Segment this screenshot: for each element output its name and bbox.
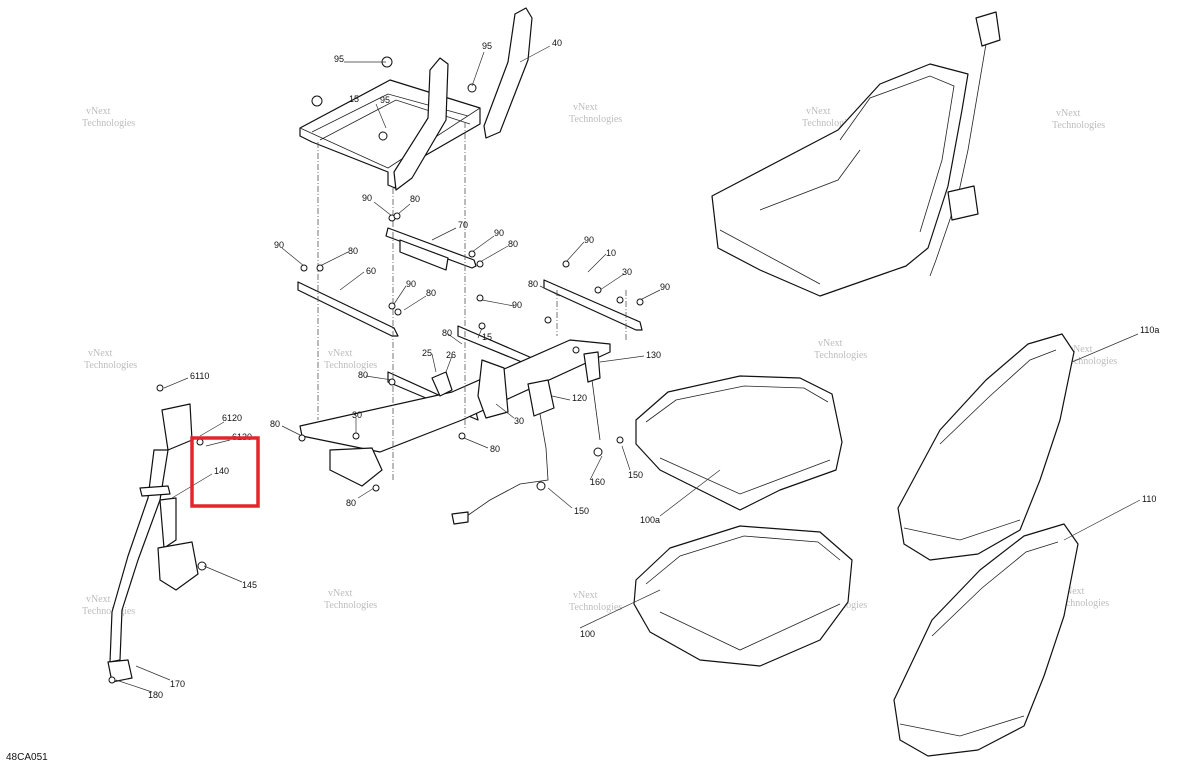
watermark-text: Technologies <box>1056 598 1109 609</box>
watermark-text: vNext <box>1056 108 1081 119</box>
watermark: vNext Technologies <box>1056 586 1109 609</box>
shoulder-belt <box>107 384 207 684</box>
watermark: vNext Technologies <box>82 106 135 129</box>
callout-label: 15 <box>349 94 359 104</box>
watermark-text: Technologies <box>84 360 137 371</box>
watermark-text: vNext <box>86 594 111 605</box>
watermark-text: vNext <box>1068 344 1093 355</box>
watermark-text: Technologies <box>802 118 855 129</box>
watermark-text: vNext <box>328 348 353 359</box>
backrests <box>893 333 1079 757</box>
callout-label: 40 <box>552 38 562 48</box>
callout-label: 80 <box>410 194 420 204</box>
callout-label: 90 <box>494 228 504 238</box>
callout-label: 150 <box>628 470 643 480</box>
watermark-text: Technologies <box>324 600 377 611</box>
buckle-assembly <box>451 351 624 525</box>
callout-label: 10 <box>606 248 616 258</box>
watermark: vNext Technologies <box>1052 108 1105 131</box>
callout-label: 95 <box>380 95 390 105</box>
watermark: vNext Technologies <box>82 594 135 617</box>
callout-label: 145 <box>242 580 257 590</box>
callout-label: 80 <box>358 370 368 380</box>
callout-label: 100a <box>640 515 660 525</box>
watermark-text: Technologies <box>569 114 622 125</box>
callout-label: 80 <box>508 239 518 249</box>
watermark-text: Technologies <box>1052 120 1105 131</box>
watermark: vNext Technologies <box>569 590 622 613</box>
watermark: vNext Technologies <box>324 348 377 371</box>
watermark: vNext Technologies <box>802 106 855 129</box>
callout-label: 80 <box>442 328 452 338</box>
callout-label: 90 <box>406 279 416 289</box>
callout-label: 90 <box>362 193 372 203</box>
callout-label: 80 <box>348 246 358 256</box>
callout-label: 80 <box>426 288 436 298</box>
callout-label: 95 <box>334 54 344 64</box>
callout-label: 30 <box>514 416 524 426</box>
watermark-text: vNext <box>86 106 111 117</box>
watermark-text: vNext <box>806 106 831 117</box>
seat-cushions <box>633 375 853 667</box>
callout-label: 6120 <box>222 413 242 423</box>
complete-seat <box>711 11 1001 297</box>
callout-label: 150 <box>574 506 589 516</box>
callout-label: 80 <box>490 444 500 454</box>
watermark-text: Technologies <box>82 606 135 617</box>
upper-seat-frame <box>299 7 533 191</box>
callout-label: 90 <box>584 235 594 245</box>
callout-label: 120 <box>572 393 587 403</box>
callout-label: 30 <box>622 267 632 277</box>
callout-label: 170 <box>170 679 185 689</box>
callout-label: 70 <box>458 220 468 230</box>
callout-label: 110 <box>1142 494 1156 504</box>
callout-label: 80 <box>270 419 280 429</box>
callout-label: 130 <box>646 350 661 360</box>
callout-label: 95 <box>482 41 492 51</box>
alignment-lines <box>317 122 627 480</box>
callout-label: 60 <box>366 266 376 276</box>
watermark-text: vNext <box>328 588 353 599</box>
watermark: vNext Technologies <box>814 338 867 361</box>
watermark-text: vNext <box>573 590 598 601</box>
watermark-text: Technologies <box>1064 356 1117 367</box>
callout-label: 80 <box>346 498 356 508</box>
callout-label: 90 <box>660 282 670 292</box>
watermark-layer: vNext Technologies vNext Technologies vN… <box>82 102 1117 617</box>
fasteners <box>298 212 644 492</box>
callout-label: 15 <box>482 332 492 342</box>
watermark: vNext Technologies <box>324 588 377 611</box>
watermark-text: Technologies <box>569 602 622 613</box>
callout-label: 26 <box>446 350 456 360</box>
watermark-text: vNext <box>88 348 113 359</box>
watermark-text: vNext <box>573 102 598 113</box>
callout-label: 140 <box>214 466 229 476</box>
callout-label: 30 <box>352 410 362 420</box>
callout-label: 80 <box>528 279 538 289</box>
callout-label: 180 <box>148 690 163 700</box>
figure-code: 48CA051 <box>6 752 48 763</box>
callout-label: 6110 <box>190 371 209 381</box>
watermark-text: vNext <box>818 338 843 349</box>
callout-label: 90 <box>512 300 522 310</box>
watermark-text: Technologies <box>814 350 867 361</box>
watermark-text: Technologies <box>82 118 135 129</box>
highlight-box[interactable] <box>190 436 260 508</box>
watermark-text: vNext <box>1060 586 1085 597</box>
watermark: vNext Technologies <box>569 102 622 125</box>
callout-label: 100 <box>580 629 595 639</box>
callout-label: 160 <box>590 477 605 487</box>
watermark: vNext Technologies <box>1064 344 1117 367</box>
callout-label: 110a <box>1140 325 1159 335</box>
watermark: vNext Technologies <box>84 348 137 371</box>
seat-rail-assembly <box>297 227 643 487</box>
callout-label: 90 <box>274 240 284 250</box>
leader-lines <box>115 45 1141 693</box>
watermark-text: Technologies <box>324 360 377 371</box>
callout-label: 25 <box>422 348 432 358</box>
